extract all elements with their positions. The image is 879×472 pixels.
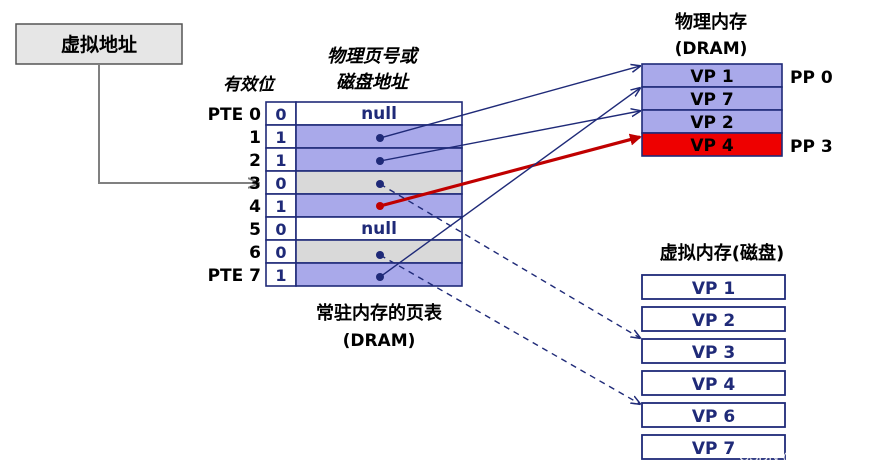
disk-page-2: VP 3 (641, 338, 786, 364)
physical-page-label: VP 7 (690, 90, 733, 110)
address-header-line1: 物理页号或 (327, 46, 420, 67)
valid-bit-value: 0 (275, 220, 286, 239)
valid-bit-value: 1 (275, 128, 286, 147)
disk-page-cell (641, 338, 786, 364)
pte-label: 5 (249, 220, 261, 240)
virtual-address-label: 虚拟地址 (61, 33, 137, 56)
watermark: CSDN @huiyeruzhou (739, 448, 873, 464)
pte3-dot (376, 180, 384, 188)
physical-page-1: VP 7 (641, 86, 783, 111)
address-header-line2: 磁盘地址 (336, 72, 410, 93)
physical-page-label: VP 2 (690, 113, 733, 133)
pte-row-7: PTE 7 1 (208, 262, 463, 287)
pp3-label: PP 3 (790, 137, 833, 157)
pte2-dot (376, 157, 384, 165)
arrow-pte6-to-disk-vp6 (379, 254, 640, 404)
address-value: null (361, 104, 397, 124)
pointer-dots (376, 134, 384, 281)
valid-bit-value: 1 (275, 197, 286, 216)
physical-page-2: VP 2 (641, 109, 783, 134)
virtual-memory-disk: VP 1 VP 2 VP 3 VP 4 VP 6 VP 7 (641, 274, 786, 460)
disk-page-label: VP 1 (692, 279, 735, 299)
valid-bit-value: 0 (275, 243, 286, 262)
page-table-caption-dram: (DRAM) (343, 331, 416, 351)
physical-memory: VP 1 VP 7 VP 2 VP 4 (641, 63, 783, 157)
disk-page-label: VP 6 (692, 407, 735, 427)
disk-page-4: VP 6 (641, 402, 786, 428)
arrow-pte7-to-pp1 (379, 88, 640, 278)
pte-label: 3 (249, 174, 261, 194)
valid-bit-value: 1 (275, 266, 286, 285)
pte4-dot (376, 202, 384, 210)
physical-page-cell (641, 132, 783, 157)
virtual-address-box: 虚拟地址 (15, 23, 183, 65)
arrow-pte4-to-pp3 (379, 133, 642, 208)
pte-row-0: PTE 0 0 null (208, 101, 463, 126)
physical-memory-title-dram: (DRAM) (675, 39, 748, 59)
disk-page-5: VP 7 (641, 434, 786, 460)
pte6-dot (376, 251, 384, 259)
disk-page-1: VP 2 (641, 306, 786, 332)
disk-page-3: VP 4 (641, 370, 786, 396)
virtual-memory-title: 虚拟内存(磁盘) (660, 242, 784, 264)
physical-page-label: VP 1 (690, 67, 733, 87)
arrow-pte1-to-pp0 (379, 66, 640, 139)
disk-page-label: VP 7 (692, 439, 735, 459)
physical-page-label: VP 4 (690, 136, 734, 156)
disk-page-0: VP 1 (641, 274, 786, 300)
pte-label: 2 (249, 151, 261, 171)
disk-page-cell (641, 274, 786, 300)
pte7-dot (376, 273, 384, 281)
disk-page-label: VP 4 (692, 375, 736, 395)
pte-label: PTE 0 (208, 105, 262, 125)
virtual-address-arrow (98, 64, 258, 183)
valid-bit-value: 0 (275, 105, 286, 124)
mapping-arrows (379, 66, 642, 404)
physical-page-0: VP 1 (641, 63, 783, 88)
address-value: null (361, 219, 397, 239)
pte-label: 4 (249, 197, 261, 217)
disk-page-label: VP 3 (692, 343, 735, 363)
valid-bit-value: 1 (275, 151, 286, 170)
pp0-label: PP 0 (790, 68, 833, 88)
disk-page-cell (641, 370, 786, 396)
physical-memory-title: 物理内存 (675, 11, 747, 33)
page-table-caption: 常驻内存的页表 (316, 302, 443, 324)
physical-page-3: VP 4 (641, 132, 783, 157)
pte1-dot (376, 134, 384, 142)
valid-bit-header: 有效位 (223, 75, 276, 95)
disk-page-cell (641, 402, 786, 428)
pte-label: 1 (249, 128, 261, 148)
pte-label: 6 (249, 243, 261, 263)
valid-bit-value: 0 (275, 174, 286, 193)
disk-page-cell (641, 306, 786, 332)
disk-page-cell (641, 434, 786, 460)
pte-label: PTE 7 (208, 266, 261, 286)
disk-page-label: VP 2 (692, 311, 735, 331)
